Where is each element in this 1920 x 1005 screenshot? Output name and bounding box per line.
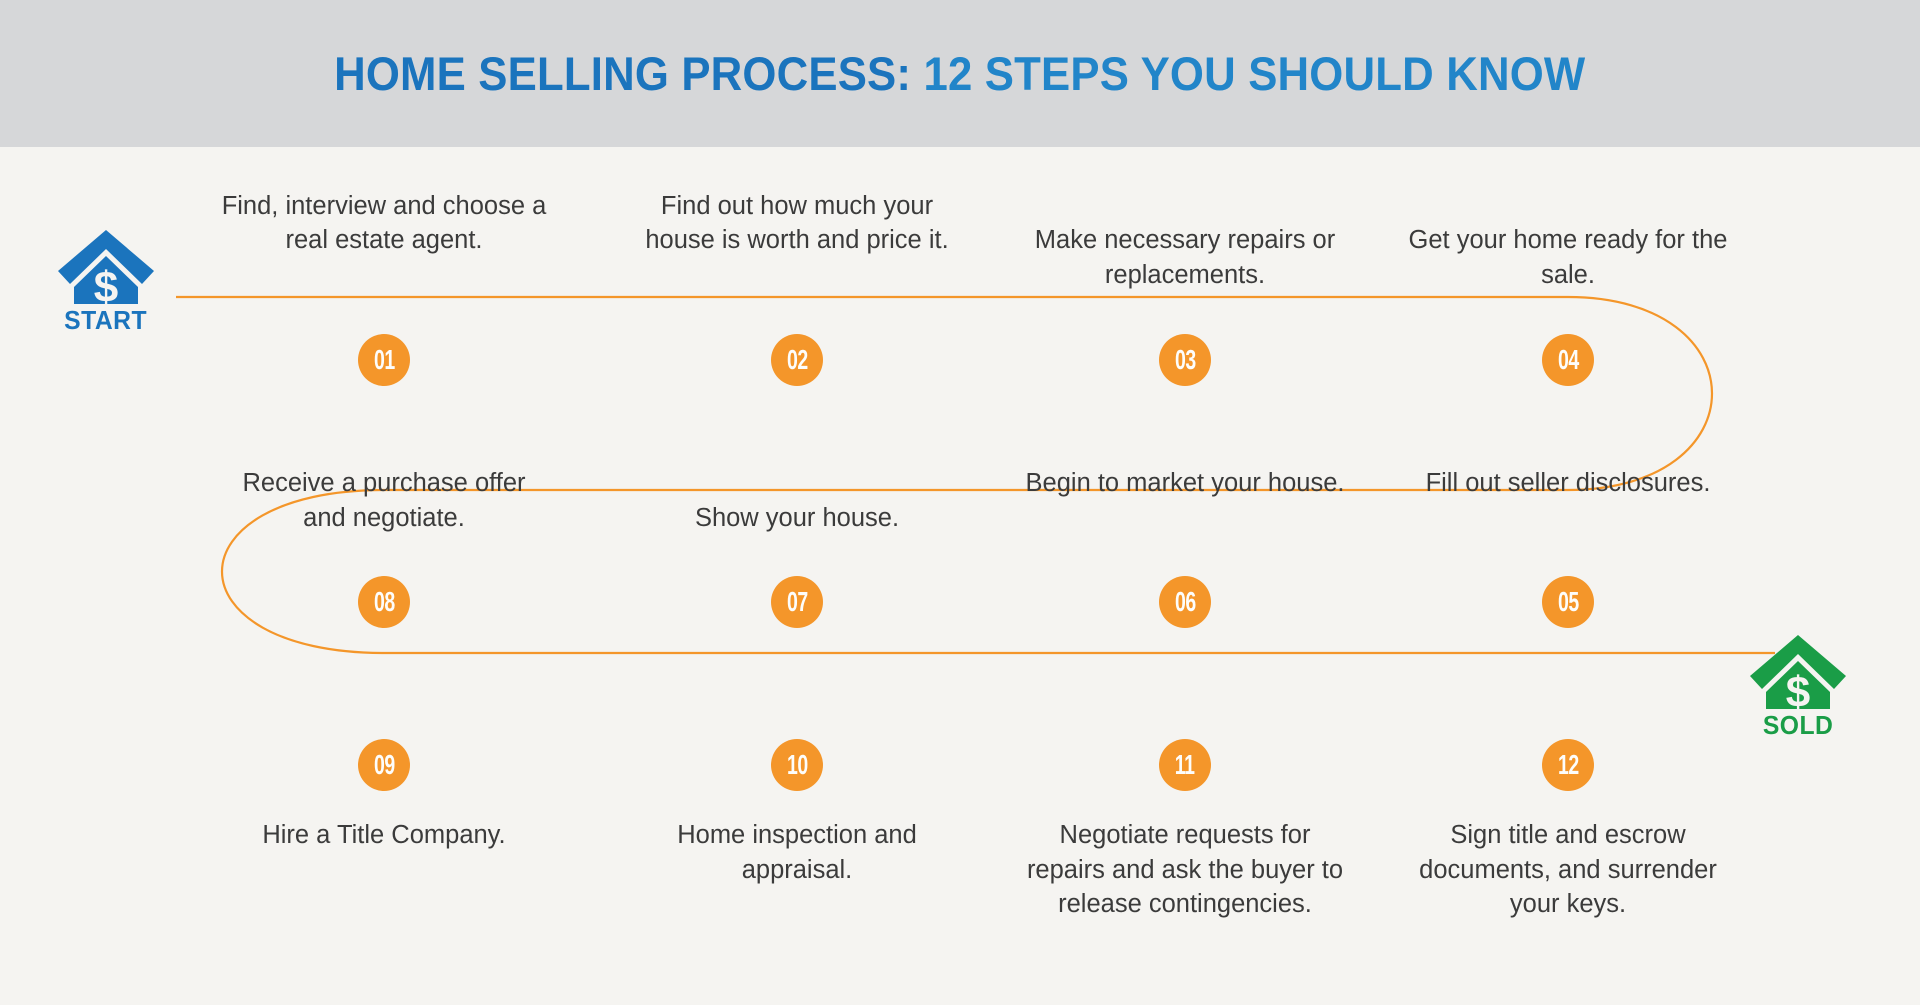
step-caption-09: Hire a Title Company. [262, 821, 506, 849]
step-caption-12: Sign title and escrow documents, and sur… [1419, 821, 1717, 918]
step-caption-07: Show your house. [694, 503, 900, 532]
step-number-06: 06 [1174, 585, 1196, 618]
step-number-04: 04 [1557, 343, 1579, 376]
step-circle-05[interactable]: 05 [1542, 576, 1594, 628]
step-circle-04[interactable]: 04 [1542, 334, 1594, 386]
step-caption-03: Make necessary repairs or replacements. [1034, 226, 1336, 289]
house-dollar-icon: $ [58, 230, 154, 304]
step-caption-08: Receive a purchase offer and negotiate. [242, 469, 526, 532]
step-caption-01: Find, interview and choose a real estate… [221, 191, 547, 255]
sold-marker: $ SOLD [1750, 635, 1846, 741]
start-marker: $ START [58, 230, 154, 336]
step-caption-04: Get your home ready for the sale. [1408, 226, 1728, 289]
step-number-11: 11 [1175, 748, 1195, 781]
step-circle-07[interactable]: 07 [771, 576, 823, 628]
step-circle-12[interactable]: 12 [1542, 739, 1594, 791]
step-circle-08[interactable]: 08 [358, 576, 410, 628]
sold-label: SOLD [1762, 710, 1834, 740]
page-title: HOME SELLING PROCESS: 12 STEPS YOU SHOUL… [334, 46, 1585, 101]
step-circle-09[interactable]: 09 [358, 739, 410, 791]
step-circle-02[interactable]: 02 [771, 334, 823, 386]
step-circle-11[interactable]: 11 [1159, 739, 1211, 791]
step-number-10: 10 [786, 748, 808, 781]
step-number-08: 08 [373, 585, 395, 618]
svg-text:$: $ [1786, 668, 1810, 709]
step-caption-05: Fill out seller disclosures. [1425, 469, 1711, 497]
step-number-01: 01 [373, 343, 395, 376]
step-number-09: 09 [373, 748, 395, 781]
start-label: START [64, 305, 148, 335]
step-number-12: 12 [1557, 748, 1579, 781]
page-title-light: 12 STEPS YOU SHOULD KNOW [923, 47, 1586, 100]
step-circle-01[interactable]: 01 [358, 334, 410, 386]
svg-text:$: $ [94, 263, 118, 304]
step-number-05: 05 [1557, 585, 1579, 618]
house-dollar-icon: $ [1750, 635, 1846, 709]
page-title-bold: HOME SELLING PROCESS: [334, 47, 912, 100]
step-circle-06[interactable]: 06 [1159, 576, 1211, 628]
step-caption-06: Begin to market your house. [1025, 469, 1345, 497]
step-caption-10: Home inspection and appraisal. [677, 821, 917, 884]
step-number-02: 02 [786, 343, 808, 376]
step-circle-03[interactable]: 03 [1159, 334, 1211, 386]
header-banner: HOME SELLING PROCESS: 12 STEPS YOU SHOUL… [0, 0, 1920, 147]
step-number-07: 07 [786, 585, 808, 618]
step-caption-02: Find out how much your house is worth an… [645, 191, 949, 255]
step-number-03: 03 [1174, 343, 1196, 376]
step-caption-11: Negotiate requests for repairs and ask t… [1026, 821, 1344, 918]
step-circle-10[interactable]: 10 [771, 739, 823, 791]
